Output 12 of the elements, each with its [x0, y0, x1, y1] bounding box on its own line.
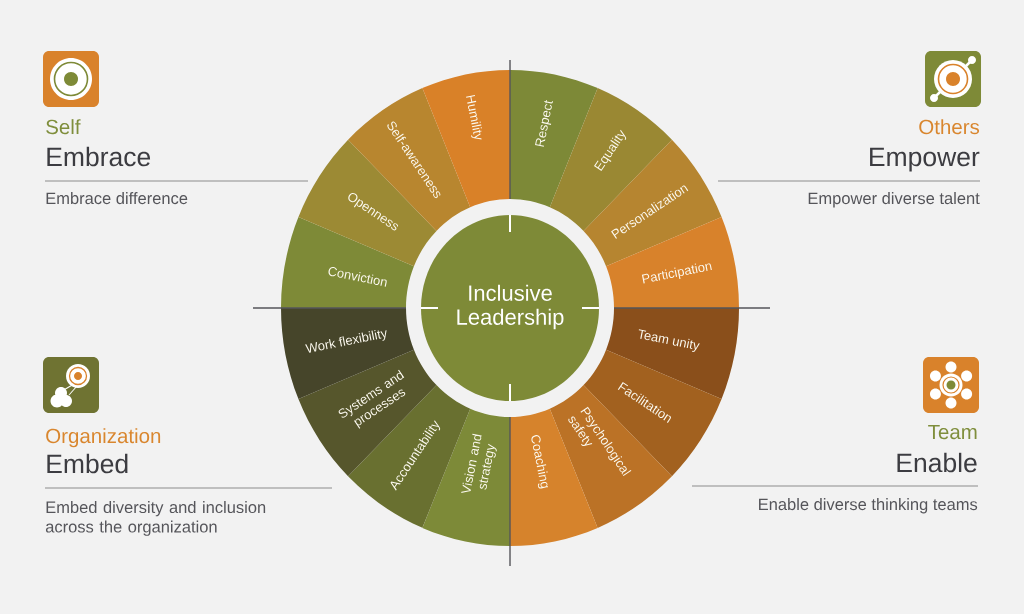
description: Enable diverse thinking teams: [759, 498, 978, 514]
description: Embed diversity and inclusion across the organization: [45, 501, 266, 536]
description: Empower diverse talent: [808, 192, 980, 208]
heading: Embrace: [47, 146, 151, 167]
description: Embrace difference: [46, 192, 188, 205]
heading: Enable: [897, 452, 977, 473]
category-label: Others: [919, 119, 980, 135]
category-label: Organization: [46, 428, 161, 448]
heading: Empower: [870, 147, 980, 172]
category-label: Self: [46, 119, 81, 135]
heading: Embed: [47, 453, 128, 474]
category-label: Team: [928, 424, 977, 440]
